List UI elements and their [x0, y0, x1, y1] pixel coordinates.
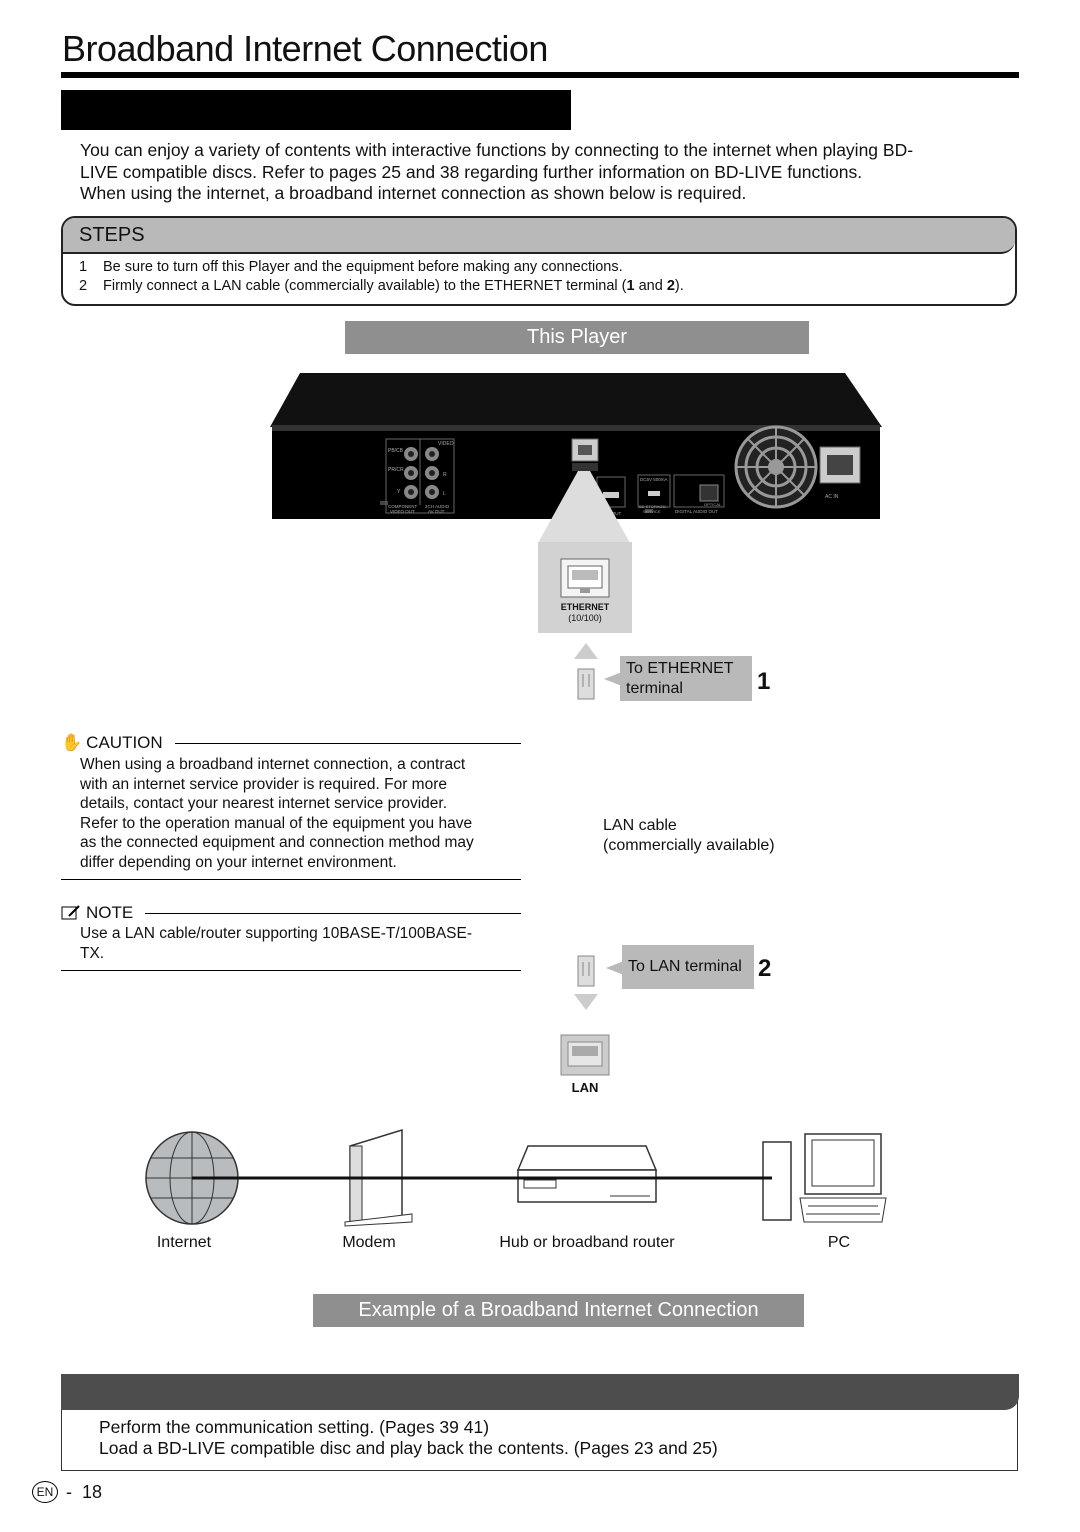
- device-label-internet: Internet: [156, 1234, 212, 1251]
- caution-title: CAUTION: [86, 733, 163, 752]
- after-connection-header: [61, 1374, 1019, 1410]
- step-number: 1: [79, 259, 88, 275]
- lan-port-icon: [560, 1034, 610, 1076]
- page-title: Broadband Internet Connection: [62, 28, 548, 69]
- player-rear-illustration: PB/CB PR/CR Y VIDEO R L COMPONENT VIDEO …: [270, 373, 882, 543]
- ethernet-zoom-panel: ETHERNET (10/100): [538, 542, 632, 633]
- step-number: 2: [79, 278, 88, 294]
- device-label-modem: Modem: [342, 1234, 396, 1251]
- page-footer: EN - 18: [32, 1481, 102, 1503]
- intro-line: LIVE compatible discs. Refer to pages 25…: [80, 161, 863, 182]
- section-header-bar: [61, 90, 571, 130]
- step-bold: 1: [626, 278, 635, 294]
- step-item: 1 Be sure to turn off this Player and the…: [79, 259, 623, 275]
- caution-line: Refer to the operation manual of the equ…: [80, 814, 473, 832]
- step-text: Be sure to turn off this Player and the …: [103, 259, 623, 275]
- panel-label: SERVICE: [643, 509, 661, 514]
- note-title: NOTE: [86, 903, 134, 922]
- after-connection-box: Perform the communication setting. (Page…: [61, 1374, 1019, 1471]
- note-text: Use a LAN cable/router supporting 10BASE…: [80, 924, 525, 963]
- panel-label: DC5V 500mA: [640, 477, 668, 482]
- footer-separator: -: [66, 1481, 72, 1502]
- caution-header: ✋ CAUTION: [61, 733, 521, 753]
- language-badge: EN: [32, 1481, 58, 1503]
- step-bold: 2: [666, 278, 675, 294]
- note-divider: [61, 970, 521, 971]
- ethernet-sub-label: (10/100): [568, 613, 602, 623]
- caution-line: with an internet service provider is req…: [80, 775, 447, 793]
- callout-pointer: [604, 672, 622, 686]
- panel-label: OPTICAL: [704, 502, 722, 507]
- note-header: NOTE: [61, 903, 521, 923]
- device-label-router: Hub or broadband router: [499, 1234, 675, 1251]
- lan-plug-bottom-icon: [574, 955, 598, 1010]
- panel-label: R: [443, 472, 447, 478]
- ethernet-label: ETHERNET: [560, 602, 610, 612]
- caution-line: as the connected equipment and connectio…: [80, 834, 474, 851]
- device-label-pc: PC: [827, 1234, 851, 1251]
- ethernet-port-icon: [560, 558, 610, 598]
- lan-cable-sublabel: (commercially available): [603, 837, 775, 854]
- intro-line: When using the internet, a broadband int…: [80, 183, 747, 203]
- lan-plug-top-icon: [574, 643, 598, 700]
- note-line: TX.: [80, 944, 105, 962]
- callout-pointer: [606, 961, 624, 975]
- player-label: This Player: [345, 321, 809, 354]
- example-label: Example of a Broadband Internet Connecti…: [313, 1294, 804, 1327]
- panel-label: PR/CR: [388, 467, 404, 473]
- caution-text: When using a broadband internet connecti…: [80, 755, 525, 872]
- caution-line: differ depending on your internet enviro…: [80, 853, 397, 871]
- intro-line: You can enjoy a variety of contents with…: [80, 140, 914, 160]
- page-number: 18: [82, 1481, 103, 1502]
- caution-divider: [61, 879, 521, 880]
- panel-label: AV OUT: [428, 509, 445, 514]
- step-text: ).: [674, 278, 684, 294]
- steps-header: STEPS: [63, 218, 1015, 254]
- callout-number: 1: [757, 668, 771, 695]
- after-step: Load a BD-LIVE compatible disc and play …: [99, 1438, 718, 1458]
- callout-text: To ETHERNET: [626, 660, 734, 677]
- panel-label: AC IN: [825, 494, 839, 500]
- step-text: and: [634, 278, 667, 294]
- callout-lan: To LAN terminal: [622, 945, 754, 989]
- caution-line: When using a broadband internet connecti…: [80, 756, 466, 773]
- panel-label: 2CH AUDIO: [425, 504, 450, 509]
- panel-label: BD STORAGE/: [639, 504, 667, 509]
- intro-paragraph: You can enjoy a variety of contents with…: [80, 140, 1025, 205]
- note-line: Use a LAN cable/router supporting 10BASE…: [80, 925, 473, 942]
- after-step: Perform the communication setting. (Page…: [99, 1417, 490, 1437]
- panel-label: VIDEO OUT: [390, 509, 415, 514]
- caution-hand-icon: ✋: [61, 733, 83, 752]
- panel-label: COMPONENT: [388, 504, 418, 509]
- callout-ethernet: To ETHERNET terminal: [620, 656, 752, 701]
- steps-label: STEPS: [79, 224, 145, 246]
- title-rule: [61, 72, 1019, 78]
- panel-label: PB/CB: [388, 448, 404, 454]
- callout-number: 2: [758, 955, 772, 982]
- caution-line: details, contact your nearest internet s…: [80, 795, 448, 812]
- step-item: 2 Firmly connect a LAN cable (commerciall…: [79, 278, 684, 294]
- callout-text: terminal: [626, 680, 683, 697]
- lan-label: LAN: [571, 1080, 599, 1095]
- router-icon: [516, 1145, 658, 1203]
- panel-label: VIDEO: [438, 441, 454, 447]
- modem-icon: [344, 1128, 413, 1227]
- network-devices-illustration: [145, 1128, 887, 1227]
- callout-text: To LAN terminal: [628, 958, 742, 975]
- note-pencil-icon: [61, 905, 80, 920]
- step-text: Firmly connect a LAN cable (commercially…: [103, 278, 627, 294]
- pc-icon: [762, 1133, 887, 1223]
- panel-label: DIGITAL AUDIO OUT: [675, 509, 718, 514]
- panel-label: Y: [397, 489, 401, 495]
- panel-label: L: [443, 491, 446, 497]
- lan-cable-label: LAN cable: [603, 817, 677, 834]
